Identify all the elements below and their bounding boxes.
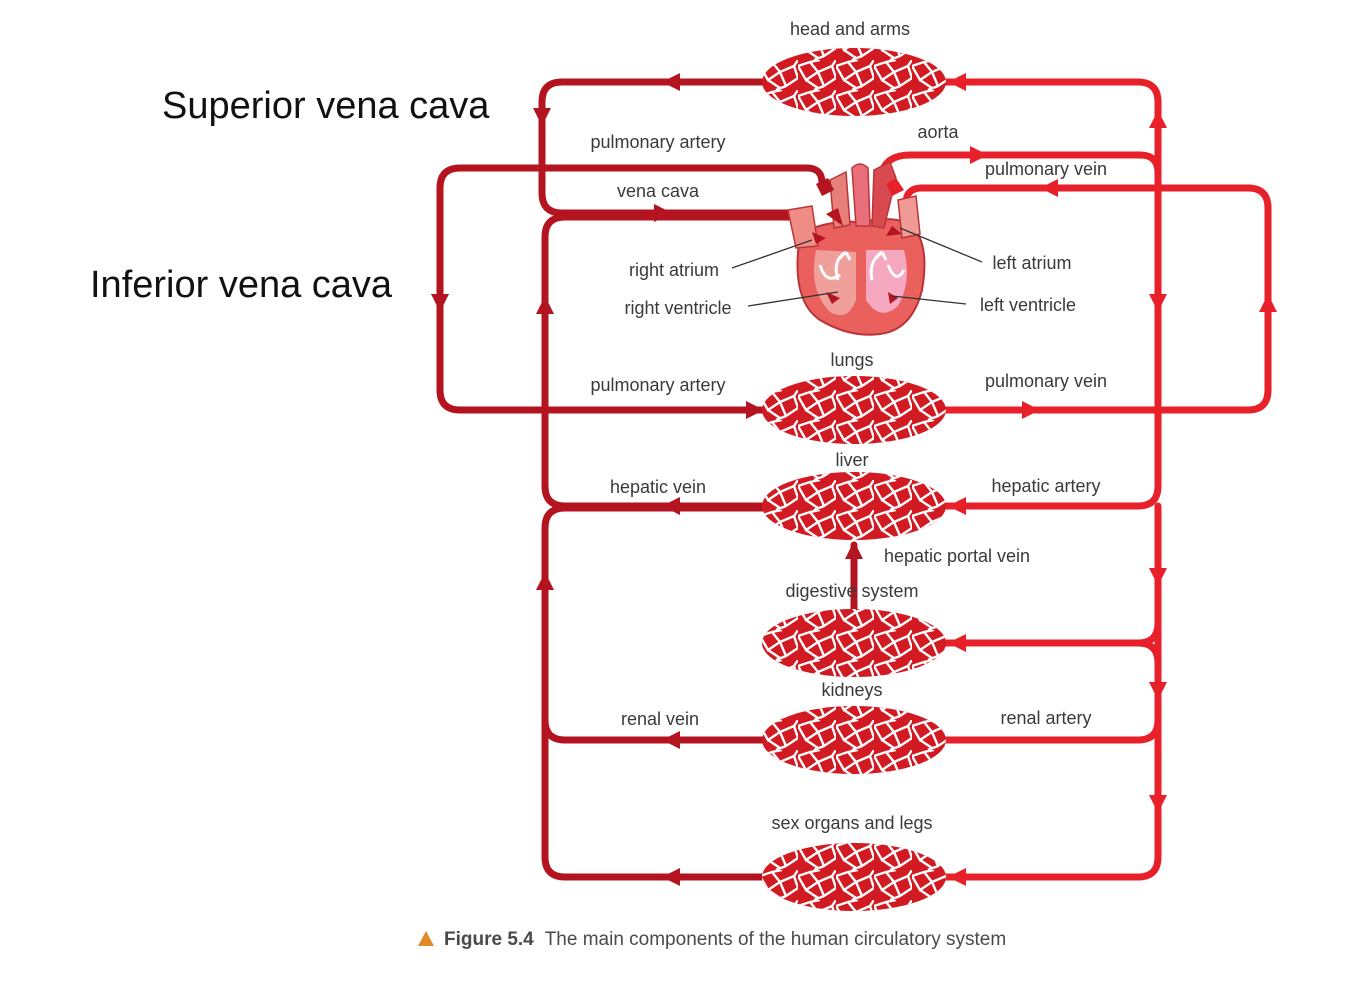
label-left-atrium: left atrium	[992, 253, 1071, 273]
figure-caption: Figure 5.4 The main components of the hu…	[444, 929, 1006, 950]
figure-caption-text: The main components of the human circula…	[545, 929, 1006, 950]
label-hepatic-artery: hepatic artery	[991, 476, 1100, 496]
label-pulmonary-artery-top: pulmonary artery	[590, 132, 725, 152]
capillary-bed-lungs	[762, 376, 946, 444]
label-digestive-system: digestive system	[785, 581, 918, 601]
label-kidneys: kidneys	[821, 680, 882, 700]
label-pulmonary-vein-mid: pulmonary vein	[985, 371, 1107, 391]
label-right-ventricle: right ventricle	[624, 298, 731, 318]
label-sex-organs-and-legs: sex organs and legs	[771, 813, 932, 833]
superior-vena-cava-annotation: Superior vena cava	[162, 85, 490, 127]
label-hepatic-vein: hepatic vein	[610, 477, 706, 497]
capillary-bed-kidneys	[762, 706, 946, 774]
label-pulmonary-vein-top: pulmonary vein	[985, 159, 1107, 179]
label-hepatic-portal-vein: hepatic portal vein	[884, 546, 1030, 566]
label-left-ventricle: left ventricle	[980, 295, 1076, 315]
figure-caption-number: Figure 5.4	[444, 929, 534, 950]
caption-triangle-icon	[418, 931, 434, 946]
label-renal-artery: renal artery	[1000, 708, 1091, 728]
capillary-bed-sex-organs-legs	[762, 843, 946, 911]
heart-illustration	[787, 160, 926, 336]
label-renal-vein: renal vein	[621, 709, 699, 729]
capillary-bed-liver	[762, 472, 946, 540]
label-vena-cava: vena cava	[617, 181, 700, 201]
label-right-atrium: right atrium	[629, 260, 719, 280]
capillary-bed-digestive-system	[762, 609, 946, 677]
deoxygenated-vessels	[436, 78, 858, 881]
label-pulmonary-artery-mid: pulmonary artery	[590, 375, 725, 395]
inferior-vena-cava-annotation: Inferior vena cava	[90, 264, 393, 306]
oxygenated-vessels	[876, 78, 1272, 881]
flow-arrowheads	[431, 73, 1277, 886]
label-lungs: lungs	[830, 350, 873, 370]
label-head-and-arms: head and arms	[790, 19, 910, 39]
label-aorta: aorta	[917, 122, 959, 142]
heart-leader-lines	[731, 227, 983, 307]
label-liver: liver	[835, 450, 868, 470]
capillary-bed-head-arms	[762, 48, 946, 116]
